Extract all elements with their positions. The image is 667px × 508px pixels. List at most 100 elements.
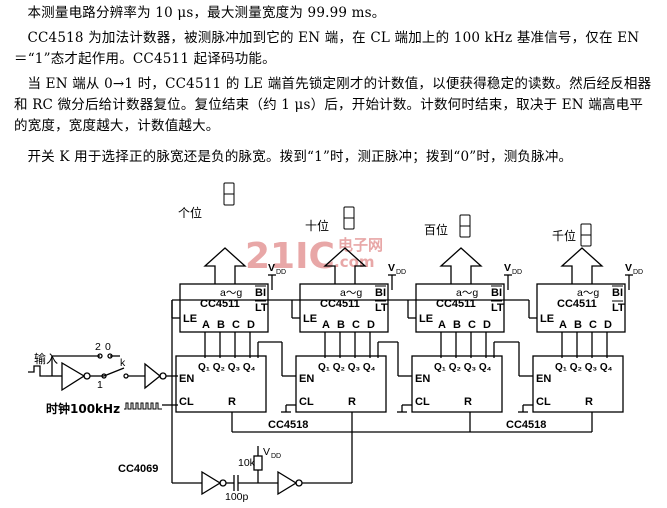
digit-label: 十位 <box>305 218 329 233</box>
svg-text:Q₁ Q₂ Q₃ Q₄: Q₁ Q₂ Q₃ Q₄ <box>318 362 376 373</box>
svg-text:BI: BI <box>612 287 623 299</box>
svg-text:A: A <box>559 319 567 331</box>
digit-label: 千位 <box>552 228 576 243</box>
bus-arrow <box>560 247 604 284</box>
svg-text:C: C <box>468 319 476 331</box>
svg-text:LE: LE <box>183 313 197 325</box>
svg-text:CL: CL <box>536 396 551 408</box>
clock-label: 时钟100kHz <box>46 401 120 416</box>
svg-text:CC4511: CC4511 <box>557 298 597 310</box>
watermark-cn: 电子网 <box>338 236 383 254</box>
svg-text:CL: CL <box>179 396 194 408</box>
svg-text:C: C <box>352 319 360 331</box>
svg-text:BI: BI <box>491 287 502 299</box>
svg-text:D: D <box>604 319 612 331</box>
vdd-bottom-sub: DD <box>271 453 281 460</box>
switch-k-label: k <box>120 357 126 369</box>
svg-text:B: B <box>217 319 225 331</box>
inverter-label: CC4069 <box>118 463 158 475</box>
svg-text:V: V <box>504 262 511 274</box>
resistor-label: 10k <box>238 457 256 469</box>
svg-text:DD: DD <box>396 269 406 276</box>
svg-text:Q₁ Q₂ Q₃ Q₄: Q₁ Q₂ Q₃ Q₄ <box>555 362 613 373</box>
svg-text:DD: DD <box>276 269 286 276</box>
switch-pos-1: 1 <box>97 379 103 391</box>
svg-text:R: R <box>348 396 356 408</box>
switch-pos-2: 2 <box>95 341 101 353</box>
svg-text:A: A <box>438 319 446 331</box>
input-section: 输入 2 0 k 1 <box>28 341 178 392</box>
svg-text:a～g: a～g <box>220 287 242 299</box>
svg-text:DD: DD <box>512 269 522 276</box>
clock-section: 时钟100kHz <box>46 401 178 416</box>
svg-text:CC4511: CC4511 <box>200 298 240 310</box>
svg-text:DD: DD <box>633 269 643 276</box>
svg-text:a～g: a～g <box>456 287 478 299</box>
svg-text:V: V <box>388 262 395 274</box>
reset-circuit: CC4069 100p 10k V DD <box>118 376 593 503</box>
svg-text:CL: CL <box>299 396 314 408</box>
svg-text:BI: BI <box>255 287 266 299</box>
bus-arrow <box>203 247 247 284</box>
svg-text:LE: LE <box>303 313 317 325</box>
watermark: 21IC 电子网 .com <box>245 236 383 277</box>
svg-text:LE: LE <box>540 313 554 325</box>
paragraph-en-process: 当 EN 端从 0→1 时，CC4511 的 LE 端首先锁定刚才的计数值，以便… <box>14 76 652 134</box>
counter-label-2: CC4518 <box>506 419 546 431</box>
decoder-cc4511 <box>299 283 389 333</box>
svg-text:D: D <box>483 319 491 331</box>
decoder-cc4511 <box>179 283 269 333</box>
svg-text:CL: CL <box>415 396 430 408</box>
paragraph-switch-k: 开关 K 用于选择正的脉宽还是负的脉宽。拨到“1”时，测正脉冲；拨到“0”时，测… <box>14 149 573 165</box>
svg-text:D: D <box>367 319 375 331</box>
svg-text:LT: LT <box>255 302 268 314</box>
vdd-bottom: V <box>263 446 270 458</box>
input-label: 输入 <box>34 351 58 366</box>
counter-cc4518 <box>532 355 624 413</box>
svg-text:C: C <box>589 319 597 331</box>
svg-text:EN: EN <box>415 373 430 385</box>
svg-text:a～g: a～g <box>577 287 599 299</box>
svg-text:LE: LE <box>419 313 433 325</box>
svg-text:B: B <box>574 319 582 331</box>
watermark-main: 21IC <box>245 236 335 277</box>
svg-text:A: A <box>322 319 330 331</box>
switch-pos-0: 0 <box>105 341 111 353</box>
paragraph-cc4518: CC4518 为加法计数器，被测脉冲加到它的 EN 端，在 CL 端加上的 10… <box>14 30 640 67</box>
svg-text:V: V <box>625 262 632 274</box>
decoder-cc4511 <box>415 283 505 333</box>
svg-text:CC4511: CC4511 <box>320 298 360 310</box>
svg-text:BI: BI <box>375 287 386 299</box>
digit-label: 个位 <box>178 205 202 220</box>
svg-text:Q₁ Q₂ Q₃ Q₄: Q₁ Q₂ Q₃ Q₄ <box>198 362 256 373</box>
counter-cc4518 <box>175 355 267 413</box>
svg-text:R: R <box>464 396 472 408</box>
svg-text:R: R <box>228 396 236 408</box>
counter-cc4518 <box>411 355 503 413</box>
svg-text:B: B <box>337 319 345 331</box>
svg-text:B: B <box>453 319 461 331</box>
svg-text:EN: EN <box>179 373 194 385</box>
svg-text:A: A <box>202 319 210 331</box>
paragraph-resolution: 本测量电路分辨率为 10 μs，最大测量宽度为 99.99 ms。 <box>14 5 386 21</box>
counter-cc4518 <box>295 355 387 413</box>
bus-arrow <box>323 247 367 284</box>
counter-label-1: CC4518 <box>268 419 308 431</box>
svg-text:LT: LT <box>491 302 504 314</box>
capacitor-label: 100p <box>225 491 249 503</box>
svg-text:LT: LT <box>375 302 388 314</box>
svg-text:Q₁ Q₂ Q₃ Q₄: Q₁ Q₂ Q₃ Q₄ <box>434 362 492 373</box>
svg-text:V: V <box>268 262 275 274</box>
svg-text:R: R <box>585 396 593 408</box>
svg-text:C: C <box>232 319 240 331</box>
svg-text:a～g: a～g <box>340 287 362 299</box>
svg-text:D: D <box>247 319 255 331</box>
svg-text:LT: LT <box>612 302 625 314</box>
svg-text:EN: EN <box>299 373 314 385</box>
digit-label: 百位 <box>424 222 448 237</box>
